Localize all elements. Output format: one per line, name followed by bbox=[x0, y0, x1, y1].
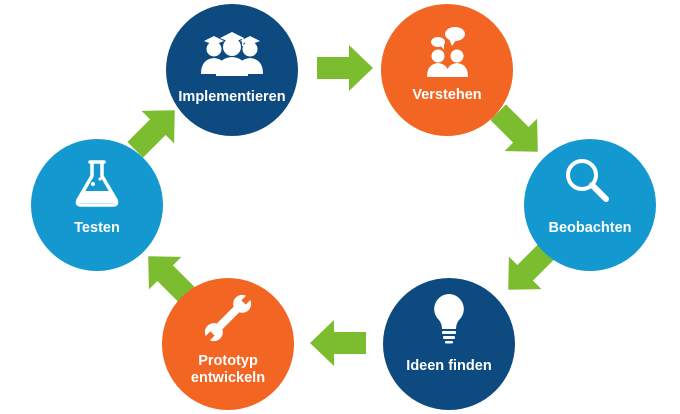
people-group-icon bbox=[201, 32, 263, 76]
node-prototyp-entwickeln: Prototyp entwickeln bbox=[162, 278, 294, 410]
arrow-verstehen-to-beobachten bbox=[490, 104, 538, 152]
arrow-prototyp-to-testen bbox=[148, 256, 196, 304]
arrow-beobachten-to-ideen bbox=[508, 242, 556, 290]
arrow-implementieren-to-verstehen bbox=[317, 45, 373, 91]
node-circle bbox=[162, 278, 294, 410]
node-label: Ideen finden bbox=[406, 358, 491, 374]
magnifier-icon bbox=[566, 159, 609, 202]
node-label-line1: Prototyp bbox=[198, 353, 258, 369]
wrench-icon bbox=[203, 293, 253, 343]
arrow-ideen-to-prototyp bbox=[310, 320, 366, 366]
node-verstehen: Verstehen bbox=[381, 4, 513, 136]
node-label: Implementieren bbox=[178, 89, 285, 105]
chat-people-icon bbox=[427, 27, 468, 77]
node-label-line2: entwickeln bbox=[191, 370, 265, 386]
lightbulb-icon bbox=[434, 294, 464, 344]
node-ideen-finden: Ideen finden bbox=[383, 278, 515, 410]
node-circle bbox=[524, 139, 656, 271]
node-label: Testen bbox=[74, 220, 120, 236]
flask-icon bbox=[75, 160, 119, 207]
node-testen: Testen bbox=[31, 139, 163, 271]
node-circle bbox=[383, 278, 515, 410]
node-implementieren: Implementieren bbox=[166, 4, 298, 136]
node-label: Verstehen bbox=[412, 87, 481, 103]
node-beobachten: Beobachten bbox=[524, 139, 656, 271]
node-label: Beobachten bbox=[549, 220, 632, 236]
arrow-testen-to-implementieren bbox=[127, 110, 175, 158]
